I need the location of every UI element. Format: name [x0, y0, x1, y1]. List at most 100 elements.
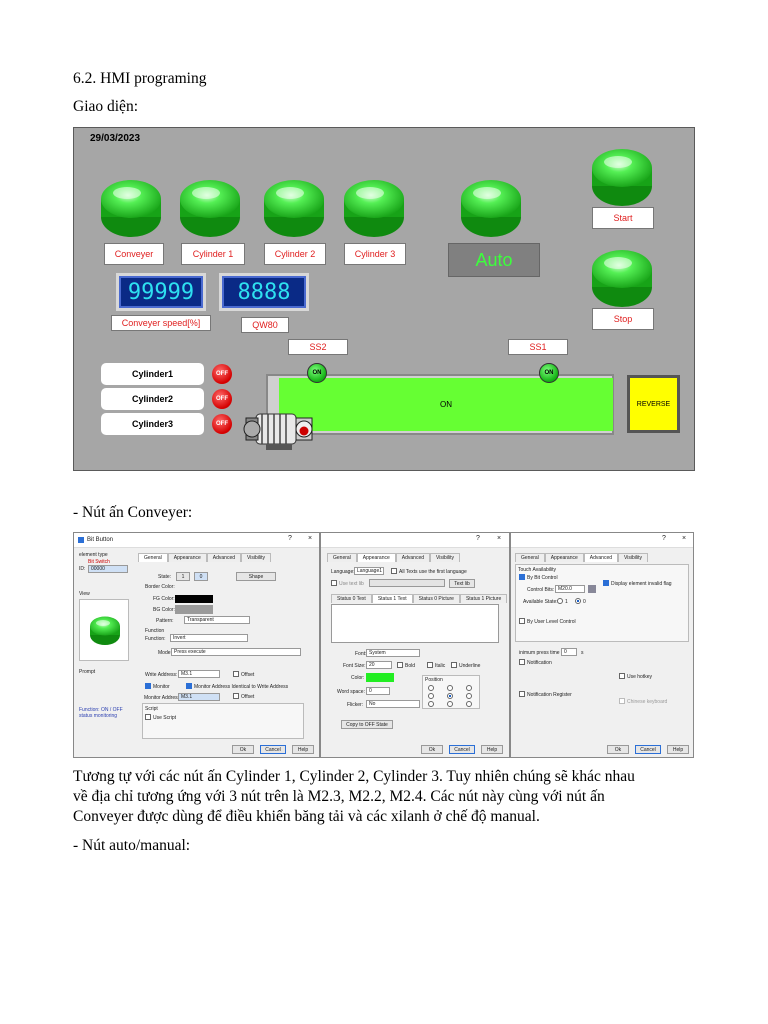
- word-space-field[interactable]: 0: [366, 687, 390, 695]
- ok-button[interactable]: Ok: [421, 745, 443, 754]
- use-text-lib-checkbox[interactable]: [331, 580, 337, 586]
- by-bit-control-checkbox[interactable]: [519, 574, 525, 580]
- status-text-area[interactable]: [331, 604, 499, 643]
- text-lib-select[interactable]: [369, 579, 445, 587]
- italic-checkbox[interactable]: [427, 662, 433, 668]
- color-swatch[interactable]: [366, 673, 394, 682]
- help-icon[interactable]: ?: [288, 535, 292, 542]
- language-select[interactable]: Language1: [354, 567, 384, 575]
- close-icon[interactable]: ×: [308, 535, 313, 542]
- address-picker-icon[interactable]: [588, 585, 596, 593]
- text-lib-button[interactable]: Text lib: [449, 579, 475, 588]
- by-user-level-checkbox[interactable]: [519, 618, 525, 624]
- auto-manual-display[interactable]: Auto: [448, 243, 540, 277]
- cylinder1-status-button[interactable]: Cylinder1: [101, 363, 204, 385]
- conveyer-speed-display[interactable]: 99999: [116, 273, 206, 311]
- start-lamp-icon[interactable]: [590, 146, 654, 210]
- position-radio[interactable]: [447, 701, 453, 707]
- min-press-field[interactable]: 0: [561, 648, 577, 656]
- conveyer-lamp-icon[interactable]: [99, 177, 163, 241]
- monitor-checkbox[interactable]: [145, 683, 151, 689]
- cancel-button[interactable]: Cancel: [449, 745, 475, 754]
- notification-checkbox[interactable]: [519, 659, 525, 665]
- tab-appearance[interactable]: Appearance: [544, 553, 584, 562]
- chinese-keyboard-checkbox[interactable]: [619, 698, 625, 704]
- reverse-button[interactable]: REVERSE: [627, 375, 680, 433]
- stop-button-label[interactable]: Stop: [592, 308, 654, 330]
- flicker-select[interactable]: No: [366, 700, 420, 708]
- help-button[interactable]: Help: [292, 745, 314, 754]
- use-script-checkbox[interactable]: [145, 714, 151, 720]
- help-icon[interactable]: ?: [476, 535, 480, 542]
- state-1-button[interactable]: 1: [176, 572, 190, 581]
- tab-general[interactable]: General: [515, 553, 545, 562]
- tab-general[interactable]: General: [327, 553, 357, 562]
- cylinder3-lamp-icon[interactable]: [342, 177, 406, 241]
- tab-general[interactable]: General: [138, 553, 168, 562]
- pattern-select[interactable]: Transparent: [184, 616, 250, 624]
- cylinder2-status-button[interactable]: Cylinder2: [101, 388, 204, 410]
- status1-picture-tab[interactable]: Status 1 Picture: [459, 594, 508, 603]
- tab-appearance[interactable]: Appearance: [356, 553, 396, 562]
- tab-advanced[interactable]: Advanced: [206, 553, 242, 562]
- position-radio[interactable]: [466, 693, 472, 699]
- control-bits-field[interactable]: M20.0: [555, 585, 585, 593]
- cylinder1-lamp-icon[interactable]: [178, 177, 242, 241]
- help-icon[interactable]: ?: [662, 535, 666, 542]
- all-texts-checkbox[interactable]: [391, 568, 397, 574]
- monitor-identical-checkbox[interactable]: [186, 683, 192, 689]
- use-hotkey-checkbox[interactable]: [619, 673, 625, 679]
- cylinder3-button-label[interactable]: Cylinder 3: [344, 243, 406, 265]
- state-1-radio[interactable]: [557, 598, 563, 604]
- mode-select[interactable]: Press execute: [171, 648, 301, 656]
- start-button-label[interactable]: Start: [592, 207, 654, 229]
- cylinder2-lamp-icon[interactable]: [262, 177, 326, 241]
- position-radio[interactable]: [428, 693, 434, 699]
- tab-visibility[interactable]: Visibility: [430, 553, 460, 562]
- ok-button[interactable]: Ok: [232, 745, 254, 754]
- auto-lamp-icon[interactable]: [459, 177, 523, 241]
- conveyer-button-label[interactable]: Conveyer: [104, 243, 164, 265]
- shape-button[interactable]: Shape: [236, 572, 276, 581]
- status0-picture-tab[interactable]: Status 0 Picture: [412, 594, 460, 603]
- cancel-button[interactable]: Cancel: [260, 745, 286, 754]
- help-button[interactable]: Help: [667, 745, 689, 754]
- font-select[interactable]: System: [366, 649, 420, 657]
- tab-visibility[interactable]: Visibility: [618, 553, 648, 562]
- monitor-offset-checkbox[interactable]: [233, 693, 239, 699]
- help-button[interactable]: Help: [481, 745, 503, 754]
- position-radio[interactable]: [447, 693, 453, 699]
- position-radio[interactable]: [466, 701, 472, 707]
- qw-display[interactable]: 8888: [219, 273, 309, 311]
- cylinder1-button-label[interactable]: Cylinder 1: [181, 243, 245, 265]
- notification-register-checkbox[interactable]: [519, 691, 525, 697]
- close-icon[interactable]: ×: [682, 535, 687, 542]
- tab-advanced[interactable]: Advanced: [583, 553, 619, 562]
- offset-checkbox[interactable]: [233, 671, 239, 677]
- state-0-button[interactable]: 0: [194, 572, 208, 581]
- status0-text-tab[interactable]: Status 0 Text: [331, 594, 372, 603]
- state-0-radio[interactable]: [575, 598, 581, 604]
- copy-to-off-button[interactable]: Copy to OFF State: [341, 720, 393, 729]
- position-radio[interactable]: [447, 685, 453, 691]
- tab-advanced[interactable]: Advanced: [395, 553, 431, 562]
- tab-visibility[interactable]: Visibility: [241, 553, 271, 562]
- fg-color-swatch[interactable]: [175, 595, 213, 603]
- font-size-select[interactable]: 20: [366, 661, 392, 669]
- cylinder3-status-button[interactable]: Cylinder3: [101, 413, 204, 435]
- tab-appearance[interactable]: Appearance: [167, 553, 207, 562]
- ok-button[interactable]: Ok: [607, 745, 629, 754]
- id-field[interactable]: 00000: [88, 565, 128, 573]
- display-invalid-checkbox[interactable]: [603, 580, 609, 586]
- function-select[interactable]: Invert: [170, 634, 248, 642]
- stop-lamp-icon[interactable]: [590, 247, 654, 311]
- bg-color-swatch[interactable]: [175, 605, 213, 614]
- position-radio[interactable]: [466, 685, 472, 691]
- position-radio[interactable]: [428, 701, 434, 707]
- cylinder2-button-label[interactable]: Cylinder 2: [264, 243, 326, 265]
- bold-checkbox[interactable]: [397, 662, 403, 668]
- close-icon[interactable]: ×: [497, 535, 502, 542]
- write-address-field[interactable]: M3.1: [178, 670, 220, 678]
- cancel-button[interactable]: Cancel: [635, 745, 661, 754]
- underline-checkbox[interactable]: [451, 662, 457, 668]
